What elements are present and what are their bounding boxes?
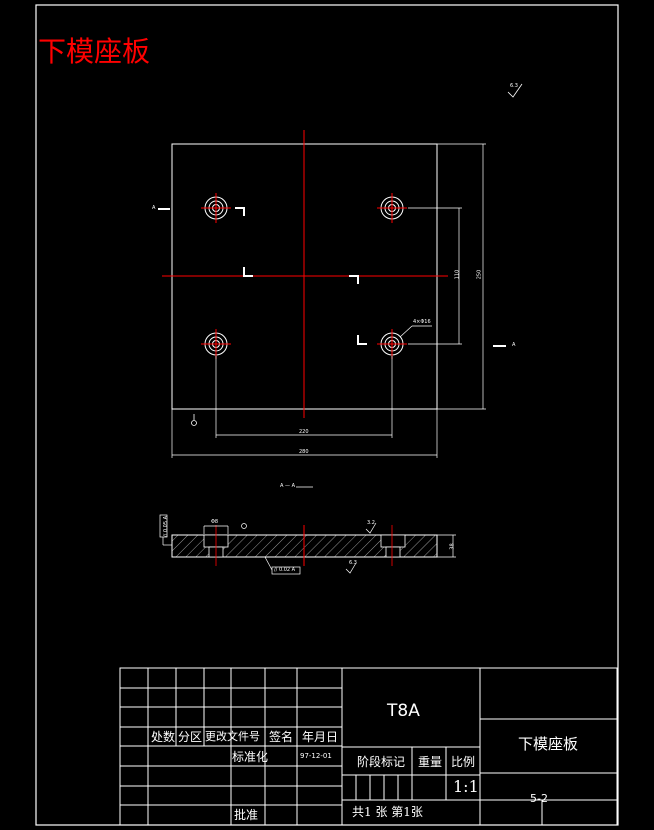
section-roughness: 3.2 xyxy=(367,520,375,526)
scale-value: 1:1 xyxy=(453,777,479,796)
section-mark-right: A xyxy=(512,342,516,348)
header-fenqu: 分区 xyxy=(178,730,203,744)
title-block-grid xyxy=(119,667,618,826)
part-name: 下模座板 xyxy=(518,735,579,753)
header-chushu: 处数 xyxy=(151,730,176,744)
header-wenjian: 更改文件号 xyxy=(205,730,260,743)
hole-callout: 4×Φ16 xyxy=(413,319,431,325)
header-biaozhunhua: 标准化 xyxy=(232,750,269,764)
section-label: A — A xyxy=(280,483,296,489)
plan-dimensions xyxy=(171,143,486,458)
header-qianming: 签名 xyxy=(269,730,294,744)
plan-view xyxy=(158,83,523,458)
header-zhongliang: 重量 xyxy=(418,755,443,769)
material-value: T8A xyxy=(387,701,420,721)
header-pizhun: 批准 xyxy=(234,808,259,822)
dim-inner-height: 110 xyxy=(454,269,461,280)
hole-bottom-left xyxy=(201,329,231,359)
datum-tolerance: // 0.05 A xyxy=(163,515,170,538)
drawing-title: 下模座板 xyxy=(38,35,151,68)
header-nianyueri: 年月日 xyxy=(302,730,339,744)
hole-bottom-right xyxy=(377,329,407,359)
header-jieduan: 阶段标记 xyxy=(357,755,406,769)
hole-top-right xyxy=(377,193,407,223)
section-dimensions xyxy=(159,514,456,575)
roughness-symbol xyxy=(507,83,523,98)
counterbore-dim: Φ8 xyxy=(211,519,219,525)
drawing-border xyxy=(35,4,619,826)
dim-overall-width: 280 xyxy=(299,449,309,455)
thickness-dim: 38 xyxy=(449,543,456,550)
roughness-value: 6.3 xyxy=(510,83,518,89)
date-value: 97-12-01 xyxy=(300,752,332,760)
sheet-count: 共1 张 第1张 xyxy=(352,805,423,819)
header-bili: 比例 xyxy=(451,755,476,769)
drawing-number: 5-2 xyxy=(530,792,548,805)
flatness-tolerance: // 0.02 A xyxy=(274,567,296,573)
section-roughness-2: 6.3 xyxy=(349,560,357,566)
dim-outer-height: 250 xyxy=(476,269,483,280)
datum-symbol xyxy=(191,414,197,426)
dim-hole-spacing: 220 xyxy=(299,429,309,435)
section-view xyxy=(159,486,456,575)
hole-top-left xyxy=(201,193,231,223)
section-mark-left: A xyxy=(152,205,156,211)
corner-marks xyxy=(235,207,367,345)
